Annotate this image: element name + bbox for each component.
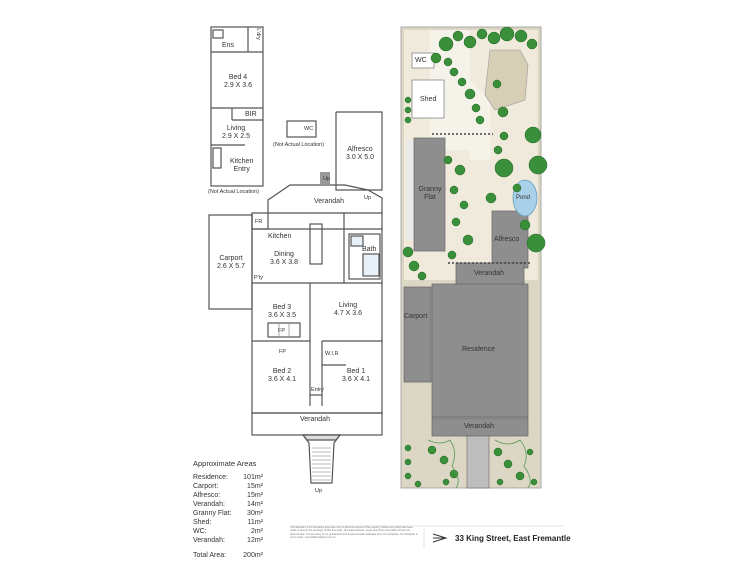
granny-kitchen-bench — [212, 147, 222, 169]
alfresco-outline — [335, 111, 383, 191]
site-label-pond: Pond — [516, 195, 531, 201]
areas-row: Alfresco:15m² — [193, 492, 263, 499]
site-front-stairs — [466, 435, 490, 489]
disclaimer-text: This floorplan is for illustrative purpo… — [290, 526, 418, 539]
room-entry: Entry — [311, 387, 324, 393]
site-trees — [402, 26, 548, 488]
rear-verandah-outline — [267, 184, 383, 213]
site-label-verandah-front: Verandah — [464, 423, 494, 430]
room-ptry: P'ty — [254, 275, 263, 281]
areas-row: Granny Flat:30m² — [193, 510, 263, 517]
site-shed — [411, 79, 445, 119]
areas-total: Total Area:200m² — [193, 552, 263, 559]
fireplace — [267, 322, 301, 338]
areas-row: Verandah:14m² — [193, 501, 263, 508]
areas-title: Approximate Areas — [193, 459, 257, 468]
room-bath: Bath — [362, 246, 377, 253]
room-fr: FR — [255, 219, 263, 225]
site-label-alfresco: Alfresco — [494, 236, 520, 243]
granny-flat-outline — [210, 26, 264, 187]
note-up-3: Up — [315, 488, 323, 494]
room-verandah-front: Verandah — [300, 416, 330, 423]
wc-detached-box — [286, 120, 317, 138]
property-address: 33 King Street, East Fremantle — [455, 534, 571, 543]
room-fp1: FP — [278, 328, 286, 334]
ens-shower — [212, 29, 224, 39]
site-label-granny-flat: Granny Flat — [418, 186, 442, 201]
carport-outline — [208, 214, 253, 310]
room-fp2: FP — [279, 349, 287, 355]
site-label-residence: Residence — [462, 346, 496, 353]
room-ens: Ens — [222, 42, 235, 49]
room-wc-detached: WC — [304, 126, 314, 132]
room-wir: W.I.R — [325, 351, 339, 357]
rear-steps — [320, 172, 330, 184]
bath-box — [348, 233, 381, 280]
note-not-actual-2: (Not Actual Location) — [273, 142, 325, 148]
note-up-1: Up — [323, 176, 331, 182]
site-granny-flat — [413, 137, 446, 252]
note-not-actual-1: (Not Actual Location) — [208, 189, 260, 195]
note-up-2: Up — [364, 195, 372, 201]
areas-row: Residence:101m² — [193, 474, 263, 481]
areas-row: Shed:11m² — [193, 519, 263, 526]
site-label-shed: Shed — [420, 96, 437, 103]
site-label-verandah-rear: Verandah — [474, 270, 504, 277]
areas-row: Verandah:12m² — [193, 537, 263, 544]
kitchen-bench — [309, 223, 323, 265]
areas-row: WC:2m² — [193, 528, 263, 535]
site-garden-bed — [484, 49, 529, 111]
areas-row: Carport:15m² — [193, 483, 263, 490]
room-bir: BIR — [245, 111, 257, 118]
site-carport — [403, 286, 432, 383]
site-label-carport: Carport — [404, 313, 428, 320]
north-arrow-icon — [432, 533, 448, 543]
site-label-wc: WC — [415, 57, 427, 64]
room-verandah-rear: Verandah — [314, 198, 344, 205]
room-kitchen: Kitchen — [268, 233, 292, 240]
site-residence — [431, 283, 529, 418]
site-alfresco — [491, 210, 529, 269]
areas-table: Approximate Areas Residence:101m² Carpor… — [193, 459, 263, 560]
